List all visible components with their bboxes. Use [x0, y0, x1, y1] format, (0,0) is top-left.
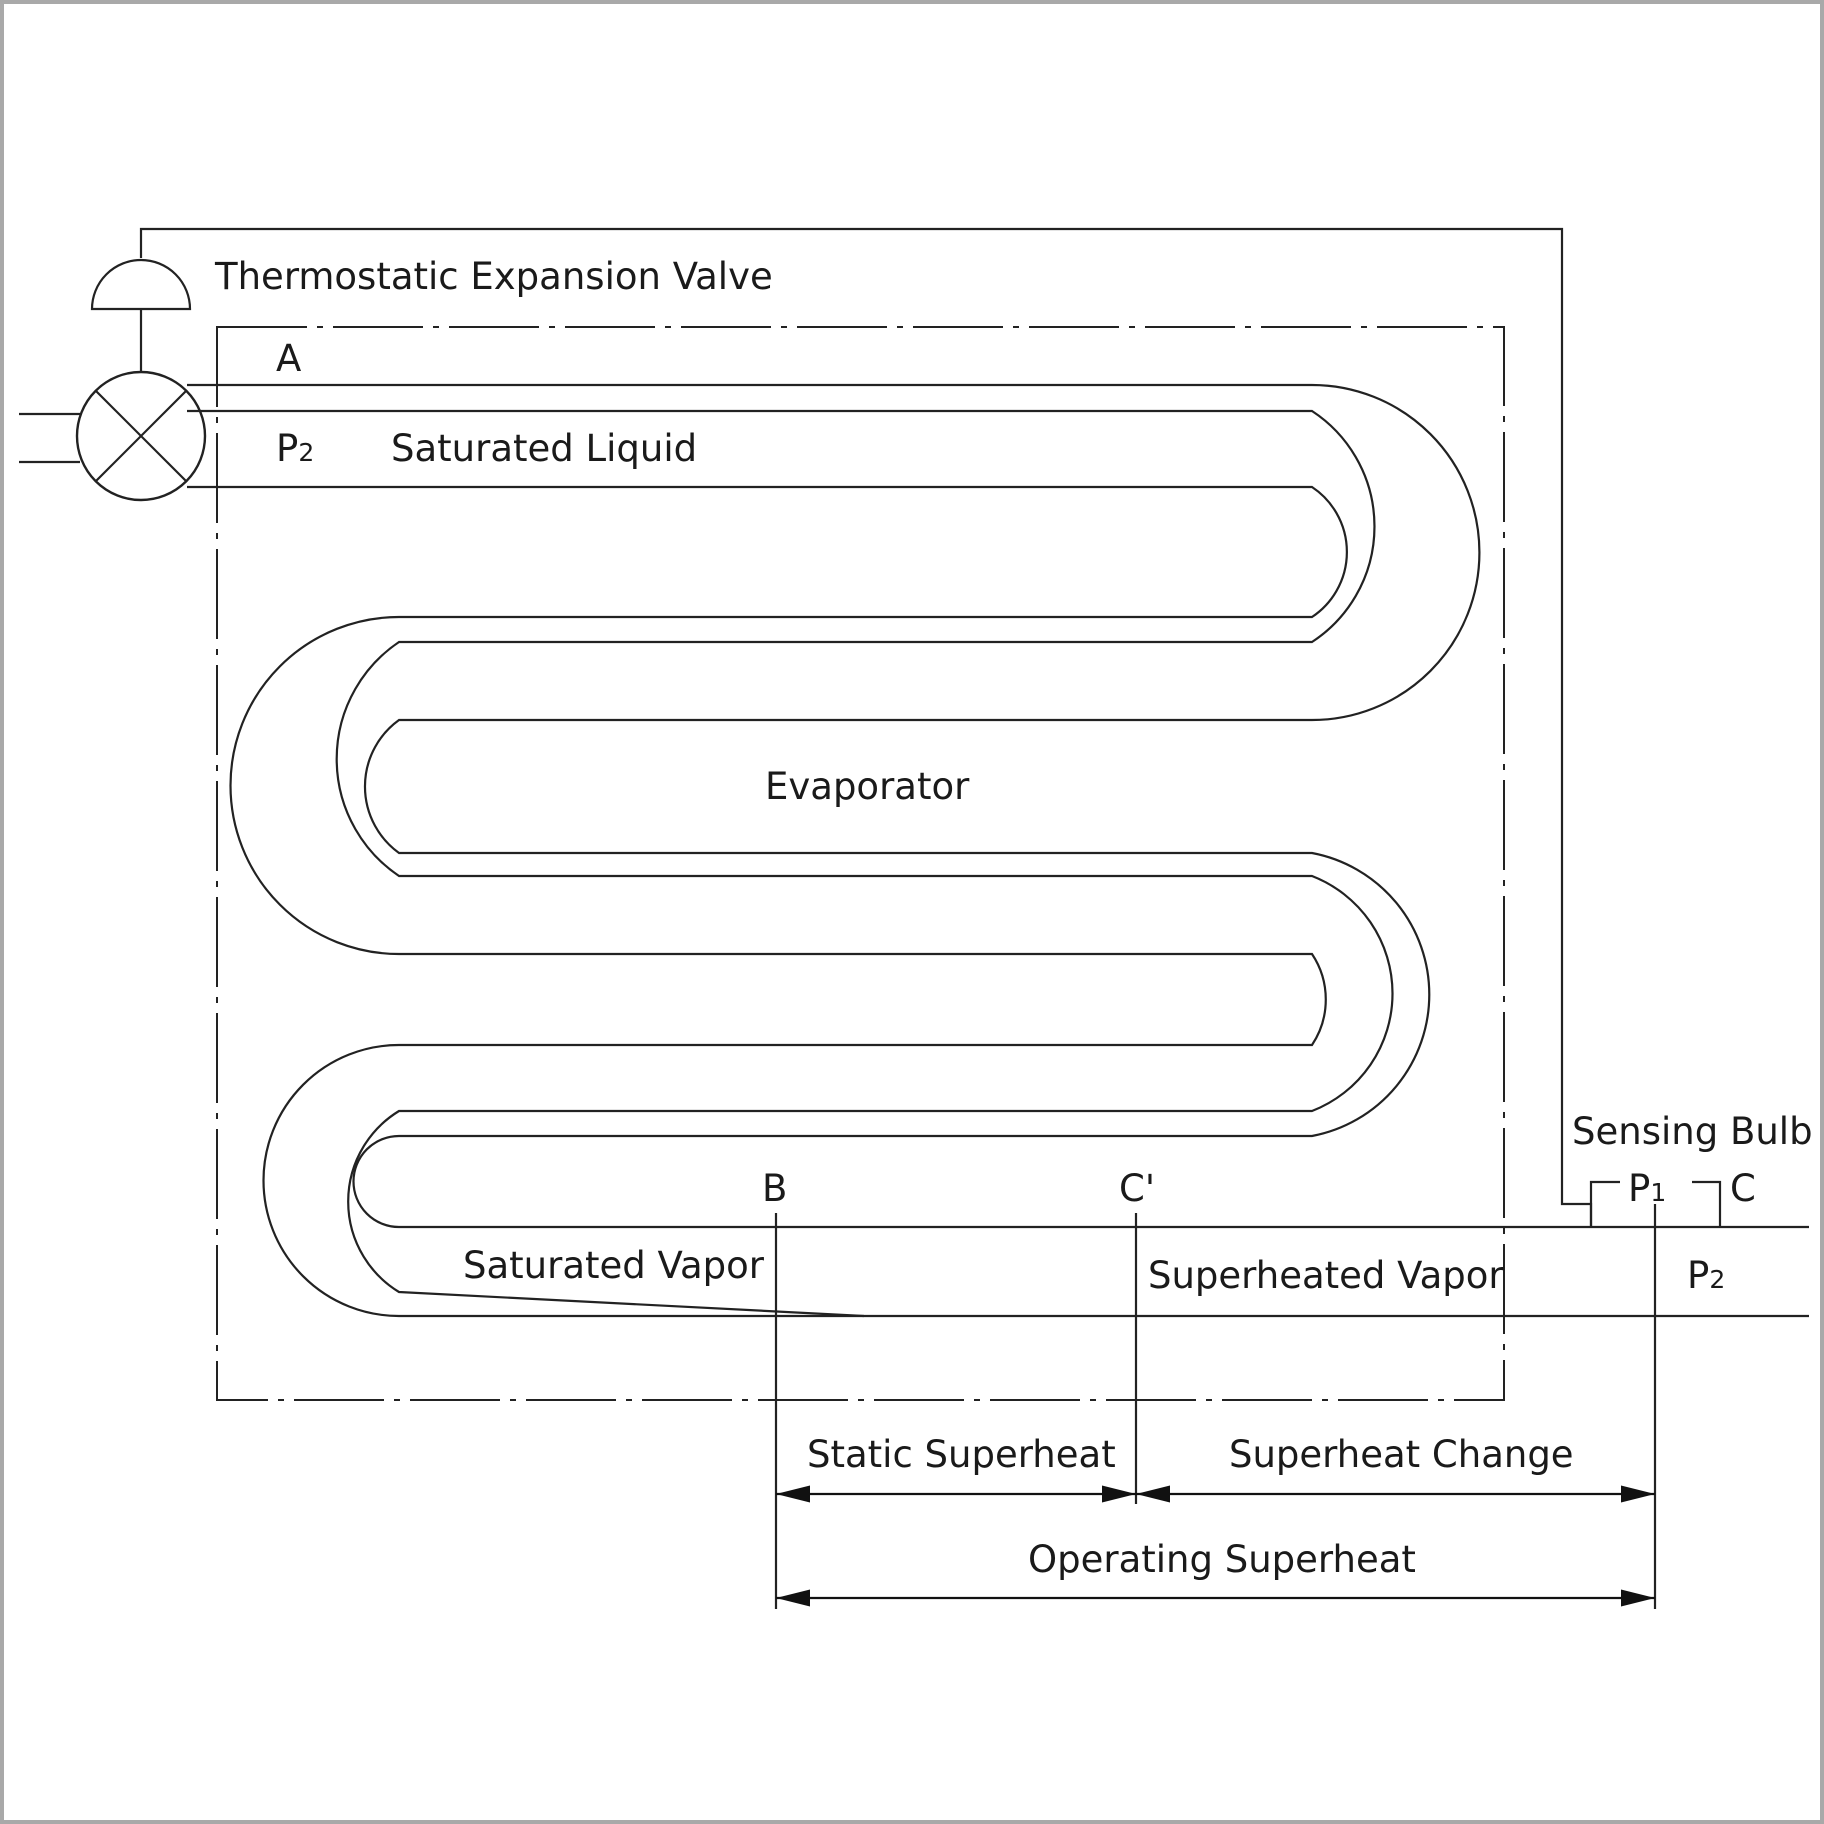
evaporator-label: Evaporator	[765, 765, 970, 808]
saturated-liquid-label: Saturated Liquid	[391, 427, 697, 470]
point-a-label: A	[276, 337, 301, 380]
superheated-vapor-label: Superheated Vapor	[1148, 1254, 1504, 1297]
p2-inlet-label: P2	[276, 427, 314, 470]
p2-outlet-label: P2	[1687, 1254, 1725, 1297]
point-c-label: C	[1730, 1167, 1756, 1210]
superheat-change-label: Superheat Change	[1229, 1433, 1574, 1476]
point-c-prime-label: C'	[1119, 1167, 1155, 1210]
valve-diaphragm-icon	[90, 258, 192, 311]
evaporator-diagram: Thermostatic Expansion Valve A P2 Satura…	[19, 227, 1813, 1609]
sensing-bulb-label: Sensing Bulb	[1572, 1110, 1813, 1153]
capillary-tube	[139, 227, 1593, 1227]
saturated-vapor-label: Saturated Vapor	[463, 1244, 765, 1287]
point-b-label: B	[762, 1167, 787, 1210]
static-superheat-label: Static Superheat	[807, 1433, 1116, 1476]
sensing-bulb-icon	[1589, 1180, 1722, 1227]
p1-label: P1	[1628, 1167, 1666, 1210]
evaporator-tube	[187, 383, 1809, 1318]
valve-label: Thermostatic Expansion Valve	[214, 255, 773, 298]
operating-superheat-label: Operating Superheat	[1028, 1538, 1416, 1581]
evaporator-boundary	[216, 326, 1505, 1401]
